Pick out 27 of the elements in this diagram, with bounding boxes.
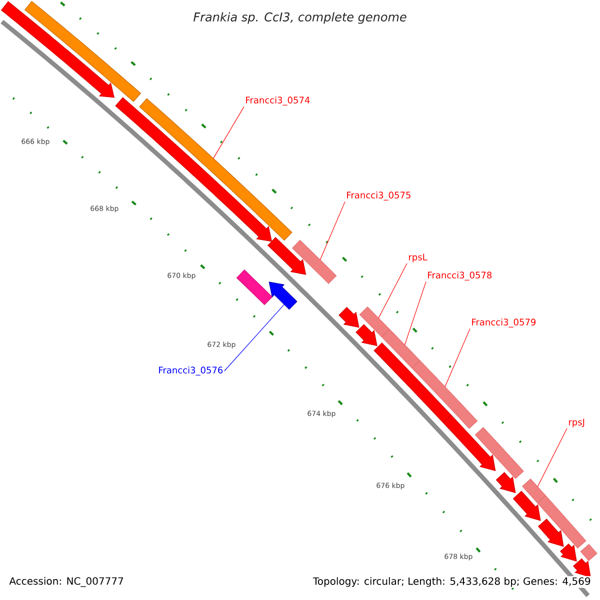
gene-label: Francci3_0579 [472, 318, 536, 328]
gene-label: rpsJ [569, 418, 584, 428]
gene-bar [580, 544, 598, 562]
footer-text: Topology: circular; Length: 5,433,628 bp; Genes: 4,569 [312, 576, 592, 588]
gene-label: Francci3_0576 [159, 366, 223, 376]
leader-line [213, 106, 244, 159]
gene-label: Francci3_0575 [347, 192, 410, 200]
gene-block [496, 472, 516, 494]
gene-bar [474, 427, 524, 479]
leader-line [224, 304, 285, 372]
gene-label: rpsL [409, 254, 428, 262]
gene-label: Francci3_0578 [428, 272, 492, 280]
leader-line [404, 281, 426, 346]
leader-line [378, 263, 408, 318]
leader-line [537, 428, 568, 488]
gene-bar [537, 495, 586, 549]
gene-label: Francci3_0574 [246, 96, 310, 106]
leader-line [320, 201, 346, 260]
gene-bar [374, 342, 452, 424]
gene-block [442, 414, 496, 472]
leader-line [444, 328, 470, 388]
gene-block [356, 324, 378, 346]
title: Frankia sp. CcI3, complete genome [194, 12, 406, 24]
gene-bar [412, 360, 478, 429]
gene-block [268, 282, 298, 310]
gene-bar [522, 478, 546, 504]
footer-text: Accession: NC_007777 [8, 576, 125, 588]
